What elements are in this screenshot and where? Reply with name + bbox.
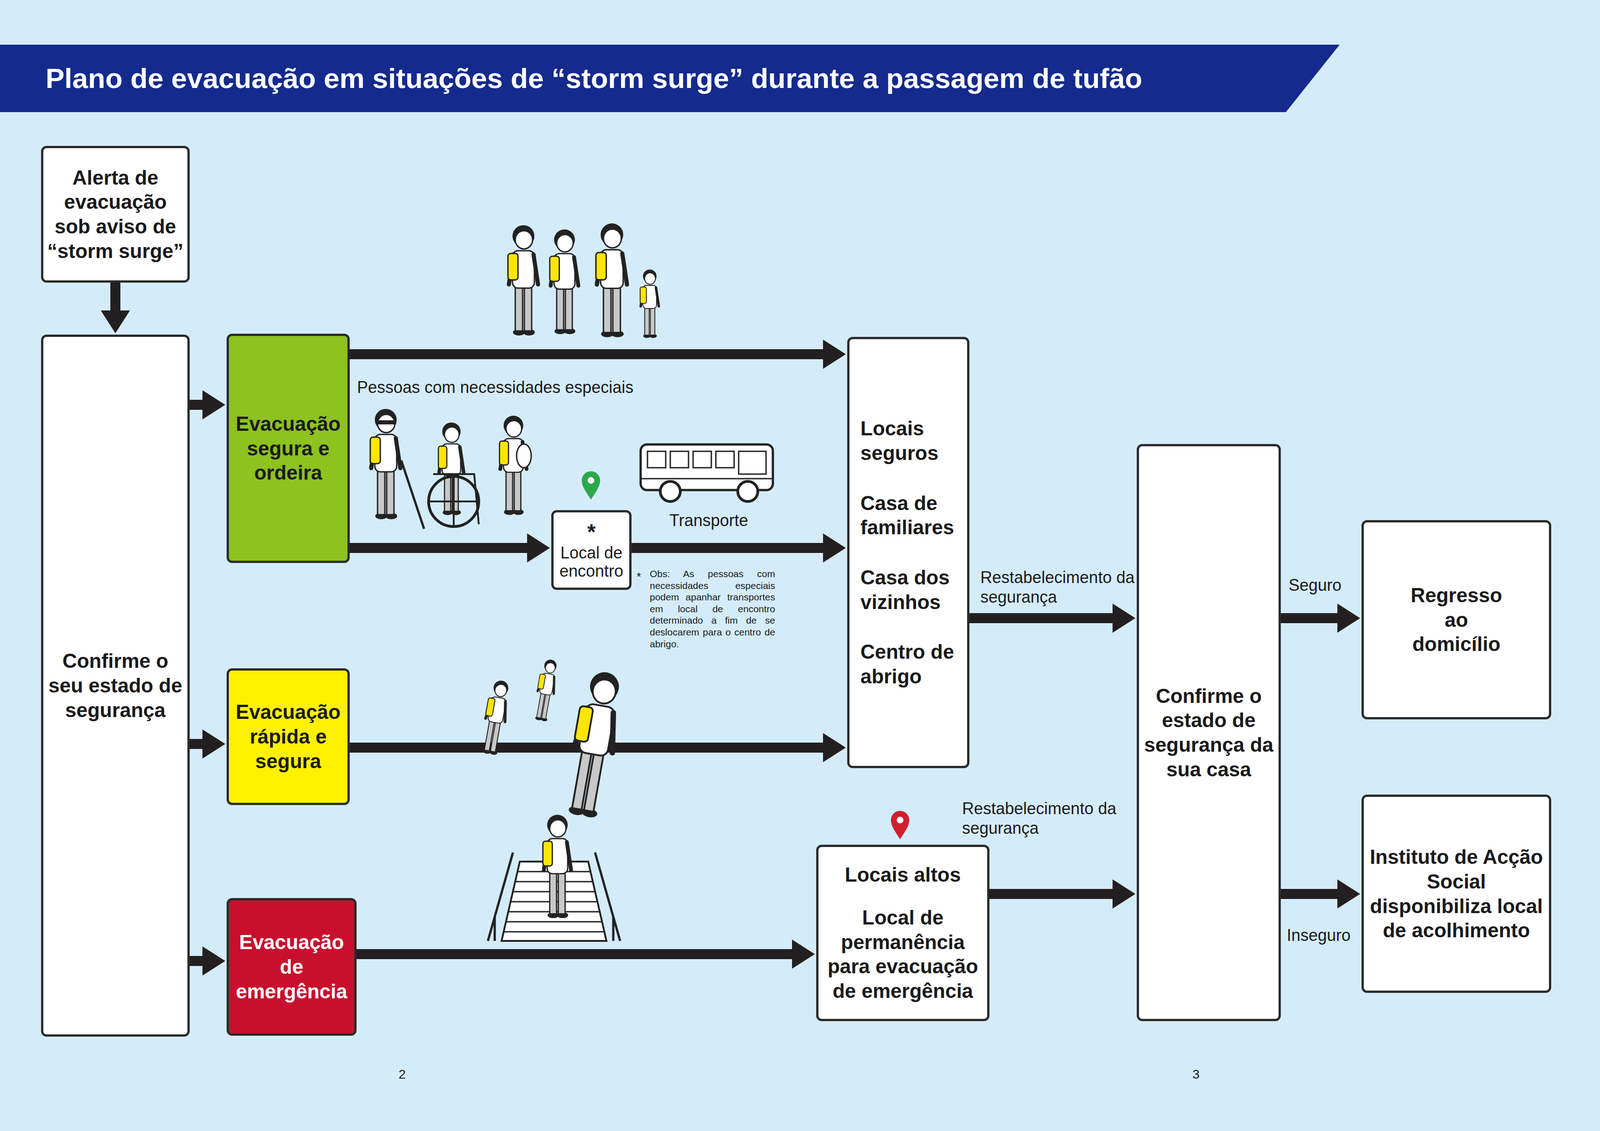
destination-box: Locais segurosCasa de familiaresCasa dos… — [847, 336, 970, 769]
flow-arrow — [349, 533, 550, 563]
arrowhead — [202, 390, 226, 420]
arrowhead — [100, 310, 130, 334]
arrowhead — [527, 533, 550, 563]
edge-label: Transporte — [669, 510, 775, 531]
node-text: Regresso ao domicílio — [1398, 583, 1515, 657]
running-child-figure — [478, 678, 512, 756]
arrow-shaft — [189, 399, 204, 410]
node-text: Confirme o seu estado de segurança — [46, 648, 184, 723]
node-text: Alerta de evacuação sob aviso de “storm … — [46, 165, 184, 264]
edge-label: Restabelecimento da segurança — [962, 798, 1131, 839]
dark-glasses — [377, 420, 395, 425]
footnote-mark: * — [636, 569, 648, 585]
node-text: Locais altos — [822, 862, 984, 888]
climbing-person-figure — [543, 814, 572, 919]
arrowhead — [1112, 879, 1136, 909]
person-figure — [507, 225, 539, 336]
edge-label: Seguro — [1288, 575, 1360, 596]
running-person-figure — [561, 668, 627, 820]
node-text: Local de encontro — [557, 543, 626, 580]
arrow-shaft — [189, 956, 204, 967]
flow-arrow — [989, 879, 1136, 909]
arrow-shaft — [969, 613, 1114, 624]
child-figure — [640, 269, 659, 338]
arrow-shaft — [356, 949, 793, 960]
arrow-shaft — [349, 349, 824, 360]
title-text: Plano de evacuação em situações de “stor… — [45, 61, 1143, 96]
arrowhead — [823, 339, 846, 369]
arrow-shaft — [631, 543, 824, 554]
arrow-shaft — [1280, 889, 1339, 900]
evacuation-mode-box: Evacuação de emergência — [226, 898, 357, 1036]
blind-person-figure — [370, 409, 401, 520]
flow-arrow — [356, 939, 815, 969]
evacuation-mode-box: Evacuação rápida e segura — [226, 668, 350, 806]
title-band — [0, 44, 1340, 113]
arrow-shaft — [189, 739, 204, 750]
arrowhead — [823, 733, 846, 763]
status-check-box: Confirme o seu estado de segurança — [41, 334, 190, 1037]
alert-box: Alerta de evacuação sob aviso de “storm … — [41, 145, 190, 283]
arrowhead — [823, 533, 846, 563]
flow-arrow — [1280, 879, 1361, 909]
wheelchair-frame — [428, 474, 479, 527]
belly — [516, 444, 532, 468]
bus-icon — [640, 444, 773, 502]
evacuation-mode-box: Evacuação segura e ordeira — [226, 333, 350, 564]
node-text: Local de permanência para evacuação de e… — [822, 905, 984, 1004]
flow-arrow — [189, 390, 226, 420]
outcome-box: Regresso ao domicílio — [1361, 520, 1552, 720]
white-cane — [401, 460, 425, 529]
destination-box: Locais altosLocal de permanência para ev… — [816, 844, 990, 1022]
node-text: Centro de abrigo — [860, 639, 957, 689]
arrowhead — [202, 946, 226, 976]
flow-arrow — [1280, 603, 1361, 633]
edge-label: Inseguro — [1286, 925, 1361, 946]
arrow-shaft — [989, 889, 1114, 900]
page-number: 2 — [393, 1066, 412, 1083]
flow-arrow — [189, 946, 226, 976]
arrow-shaft — [1280, 613, 1339, 624]
node-text: Confirme o estado de segurança da sua ca… — [1142, 683, 1275, 782]
node-text: Casa de familiares — [860, 491, 957, 540]
flow-arrow — [631, 533, 846, 563]
arrowhead — [202, 729, 226, 759]
arrowhead — [1337, 603, 1361, 633]
outcome-box: Instituto de Acção Social disponibiliza … — [1361, 794, 1552, 994]
flow-arrow — [100, 282, 130, 334]
node-text: Locais seguros — [860, 416, 957, 466]
map-pin — [890, 811, 910, 840]
flow-arrow — [349, 339, 846, 369]
arrow-shaft — [110, 282, 121, 312]
running-child-figure — [532, 658, 560, 723]
page-number: 3 — [1186, 1066, 1206, 1083]
flow-arrow — [969, 603, 1136, 633]
node-text: Evacuação rápida e segura — [232, 699, 344, 774]
node-text: Evacuação de emergência — [232, 930, 351, 1004]
node-text: Instituto de Acção Social disponibiliza … — [1368, 844, 1545, 943]
node-text: Casa dos vizinhos — [860, 565, 957, 615]
arrowhead — [1112, 603, 1136, 633]
node-text: Evacuação segura e ordeira — [232, 411, 344, 486]
footnote-text: Obs: As pessoas com necessidades especia… — [649, 568, 776, 650]
arrow-shaft — [349, 543, 529, 554]
flow-arrow — [189, 729, 226, 759]
person-figure — [549, 229, 579, 335]
person-figure — [595, 223, 627, 338]
home-check-box: Confirme o estado de segurança da sua ca… — [1136, 444, 1281, 1022]
edge-label: Restabelecimento da segurança — [980, 567, 1136, 607]
meeting-point-box: *Local de encontro — [551, 510, 632, 591]
group-caption: Pessoas com necessidades especiais — [357, 377, 704, 398]
map-pin — [581, 471, 601, 500]
node-text: * — [557, 520, 626, 545]
arrowhead — [1337, 879, 1361, 909]
arrowhead — [792, 939, 815, 969]
